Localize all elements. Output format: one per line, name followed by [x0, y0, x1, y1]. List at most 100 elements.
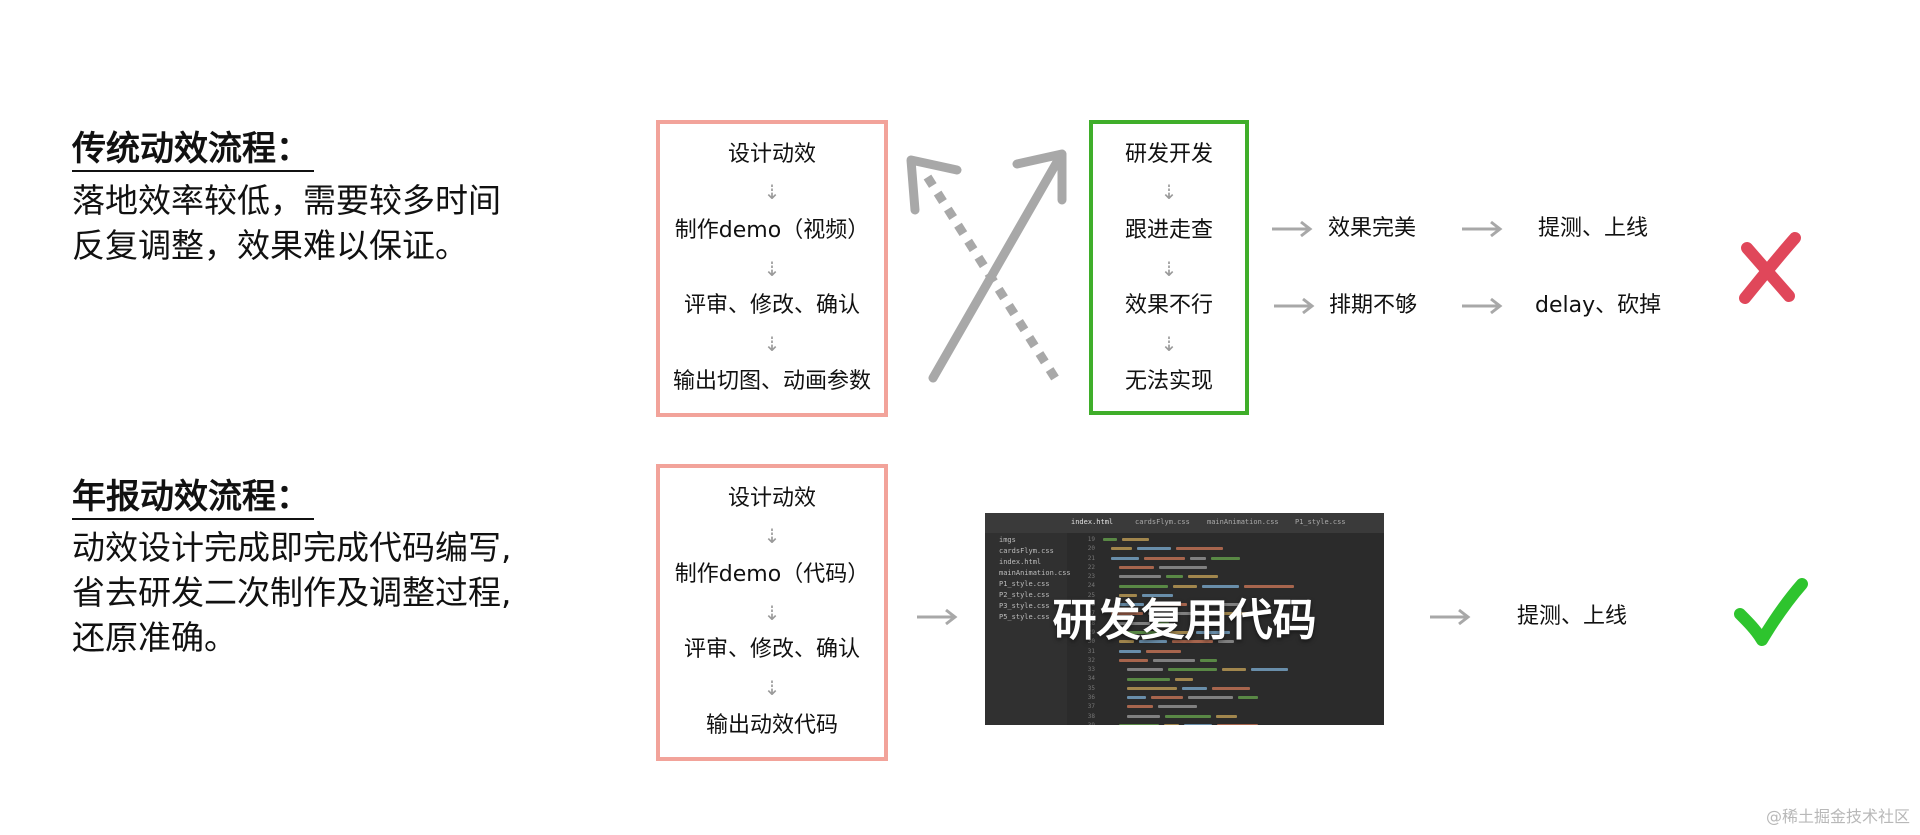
code-token [1188, 696, 1233, 699]
code-token [1158, 705, 1197, 708]
code-token [1184, 724, 1212, 725]
traditional-design-box: 设计动效 ⇣ 制作demo（视频） ⇣ 评审、修改、确认 ⇣ 输出切图、动画参数 [656, 120, 888, 417]
annual-desc-line-2: 省去研发二次制作及调整过程, [72, 570, 512, 615]
file-item: P1_style.css [999, 580, 1067, 588]
line-number: 33 [1067, 665, 1095, 674]
line-number: 38 [1067, 712, 1095, 721]
code-overlay-text: 研发复用代码 [985, 593, 1384, 649]
down-arrow-icon: ⇣ [1093, 182, 1245, 202]
code-editor-screenshot: index.html cardsFlym.css mainAnimation.c… [985, 513, 1384, 725]
down-arrow-icon: ⇣ [660, 678, 884, 698]
annual-desc-line-1: 动效设计完成即完成代码编写, [72, 525, 512, 570]
watermark: @稀土掘金技术社区 [1766, 803, 1910, 827]
outcome-final-1: 提测、上线 [1538, 215, 1648, 243]
down-arrow-icon: ⇣ [1093, 334, 1245, 354]
line-number: 32 [1067, 656, 1095, 665]
traditional-desc-line-1: 落地效率较低，需要较多时间 [72, 178, 501, 223]
right-arrow-icon [1460, 296, 1504, 316]
dev-step-3: 效果不行 [1093, 292, 1245, 320]
design-step-2: 制作demo（视频） [660, 217, 884, 245]
code-token [1211, 557, 1240, 560]
editor-tab-bar: index.html cardsFlym.css mainAnimation.c… [985, 513, 1384, 533]
right-arrow-icon [1428, 607, 1472, 627]
code-token [1188, 575, 1218, 578]
code-token [1153, 659, 1195, 662]
line-number: 37 [1067, 702, 1095, 711]
traditional-description: 落地效率较低，需要较多时间 反复调整，效果难以保证。 [72, 178, 501, 268]
annual-title: 年报动效流程： [72, 476, 314, 520]
code-token [1127, 678, 1170, 681]
code-token [1182, 687, 1207, 690]
down-arrow-icon: ⇣ [660, 603, 884, 623]
code-token [1119, 724, 1159, 725]
annual-step-1: 设计动效 [660, 485, 884, 513]
up-solid-arrow-icon [933, 154, 1062, 378]
code-token [1146, 650, 1181, 653]
outcome-result-2: 排期不够 [1329, 292, 1417, 320]
code-token [1119, 566, 1154, 569]
dev-step-2: 跟进走查 [1093, 217, 1245, 245]
code-token [1238, 696, 1258, 699]
code-token [1217, 724, 1258, 725]
traditional-title: 传统动效流程： [72, 128, 314, 172]
code-token [1144, 557, 1185, 560]
up-dashed-arrow-icon [911, 160, 1055, 378]
annual-step-2: 制作demo（代码） [660, 561, 884, 589]
outcome-final-2: delay、砍掉 [1535, 292, 1661, 320]
crossing-arrows [895, 140, 1075, 390]
code-token [1202, 585, 1239, 588]
code-token [1175, 678, 1193, 681]
dev-step-1: 研发开发 [1093, 141, 1245, 169]
annual-design-box: 设计动效 ⇣ 制作demo（代码） ⇣ 评审、修改、确认 ⇣ 输出动效代码 [656, 464, 888, 761]
down-arrow-icon: ⇣ [660, 334, 884, 354]
code-token [1200, 659, 1217, 662]
code-token [1111, 557, 1139, 560]
code-token [1119, 575, 1161, 578]
code-token [1244, 585, 1294, 588]
file-item: imgs [999, 536, 1067, 544]
down-arrow-icon: ⇣ [660, 526, 884, 546]
code-token [1173, 585, 1197, 588]
code-token [1216, 715, 1237, 718]
annual-step-3: 评审、修改、确认 [660, 636, 884, 664]
check-mark-icon [1732, 578, 1808, 648]
line-number: 19 [1067, 535, 1095, 544]
code-token [1127, 696, 1146, 699]
annual-description: 动效设计完成即完成代码编写, 省去研发二次制作及调整过程, 还原准确。 [72, 525, 512, 660]
annual-final-label: 提测、上线 [1517, 603, 1627, 631]
code-token [1151, 696, 1183, 699]
line-number: 24 [1067, 581, 1095, 590]
right-arrow-icon [1460, 219, 1504, 239]
line-number: 35 [1067, 684, 1095, 693]
code-token [1168, 668, 1217, 671]
code-token [1190, 557, 1206, 560]
line-number: 21 [1067, 554, 1095, 563]
code-token [1111, 547, 1132, 550]
design-step-1: 设计动效 [660, 141, 884, 169]
annual-desc-line-3: 还原准确。 [72, 615, 512, 660]
code-token [1127, 687, 1177, 690]
editor-tab: P1_style.css [1295, 518, 1346, 526]
editor-tab: cardsFlym.css [1135, 518, 1190, 526]
code-token [1119, 650, 1141, 653]
code-token [1176, 547, 1223, 550]
file-item: mainAnimation.css [999, 569, 1067, 577]
file-item: index.html [999, 558, 1067, 566]
design-step-3: 评审、修改、确认 [660, 292, 884, 320]
line-number: 39 [1067, 721, 1095, 725]
editor-tab: mainAnimation.css [1207, 518, 1279, 526]
code-token [1166, 575, 1183, 578]
down-arrow-icon: ⇣ [660, 182, 884, 202]
code-token [1122, 538, 1149, 541]
right-arrow-icon [915, 607, 959, 627]
dev-step-4: 无法实现 [1093, 368, 1245, 396]
annual-step-4: 输出动效代码 [660, 712, 884, 740]
code-token [1103, 538, 1117, 541]
file-item: cardsFlym.css [999, 547, 1067, 555]
line-number: 22 [1067, 563, 1095, 572]
code-token [1165, 715, 1211, 718]
code-token [1119, 585, 1168, 588]
line-number: 34 [1067, 674, 1095, 683]
code-token [1127, 705, 1153, 708]
right-arrow-icon [1272, 296, 1316, 316]
